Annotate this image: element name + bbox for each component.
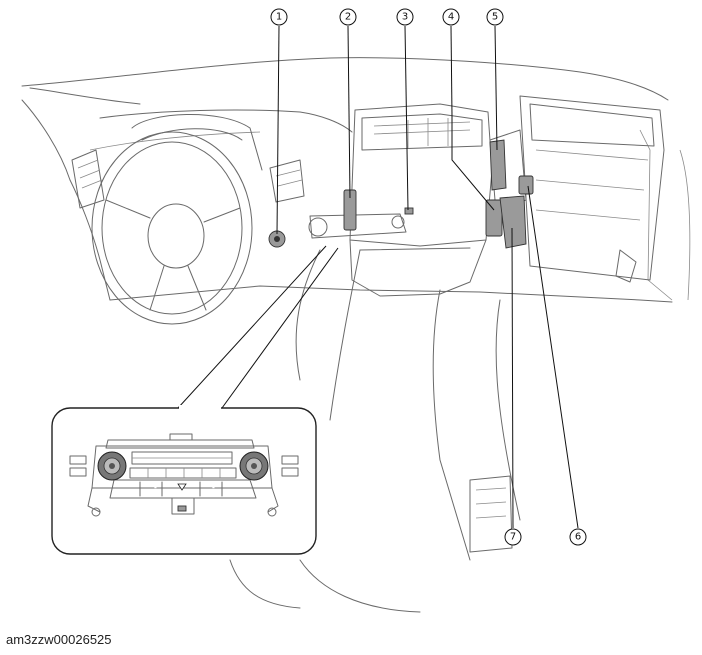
dashboard-hvac-diagram: 1 2 3 4 5 6 7 8: [21, 8, 691, 613]
left-vent: [71, 149, 105, 209]
callout-2: 2: [339, 8, 357, 26]
svg-text:5: 5: [492, 12, 498, 23]
climate-control-panel: - -: [69, 433, 299, 517]
callout-3: 3: [396, 8, 414, 26]
component-5-actuator: [489, 139, 507, 191]
inset-pointer: [177, 245, 339, 409]
component-4-unit: [485, 199, 503, 237]
svg-text:2: 2: [345, 12, 351, 23]
callout-6: 6: [569, 528, 587, 546]
svg-text:6: 6: [575, 532, 581, 543]
svg-text:4: 4: [448, 12, 454, 23]
svg-text:7: 7: [510, 532, 516, 543]
callouts: 1 2 3 4 5 6 7 8: [172, 8, 587, 546]
right-brackets: [267, 455, 299, 517]
component-8-connector: [171, 497, 195, 515]
hvac-unit: [349, 103, 493, 297]
right-knob: [239, 451, 269, 481]
air-duct-left: [308, 213, 407, 239]
climate-control-inset: - -: [51, 405, 317, 555]
callout-5: 5: [486, 8, 504, 26]
component-6-motor: [518, 175, 534, 195]
left-brackets: [69, 455, 101, 517]
hazard-icon: [177, 483, 187, 491]
svg-text:3: 3: [402, 12, 408, 23]
component-3-sensor: [404, 207, 414, 215]
callout-4: 4: [442, 8, 460, 26]
left-knob: [97, 451, 127, 481]
blower-assembly: [489, 95, 665, 283]
leader-lines: [180, 25, 579, 529]
steering-wheel: [91, 131, 253, 325]
dashboard-outline: [21, 57, 691, 303]
center-vent: [269, 159, 305, 203]
svg-text:1: 1: [276, 12, 282, 23]
svg-text:-: -: [154, 483, 157, 492]
svg-text:-: -: [212, 483, 215, 492]
figure-code: am3zzw00026525: [6, 632, 112, 647]
instrument-cluster: [131, 114, 263, 171]
callout-1: 1: [270, 8, 288, 26]
component-7-module: [499, 195, 527, 249]
callout-7: 7: [504, 528, 522, 546]
